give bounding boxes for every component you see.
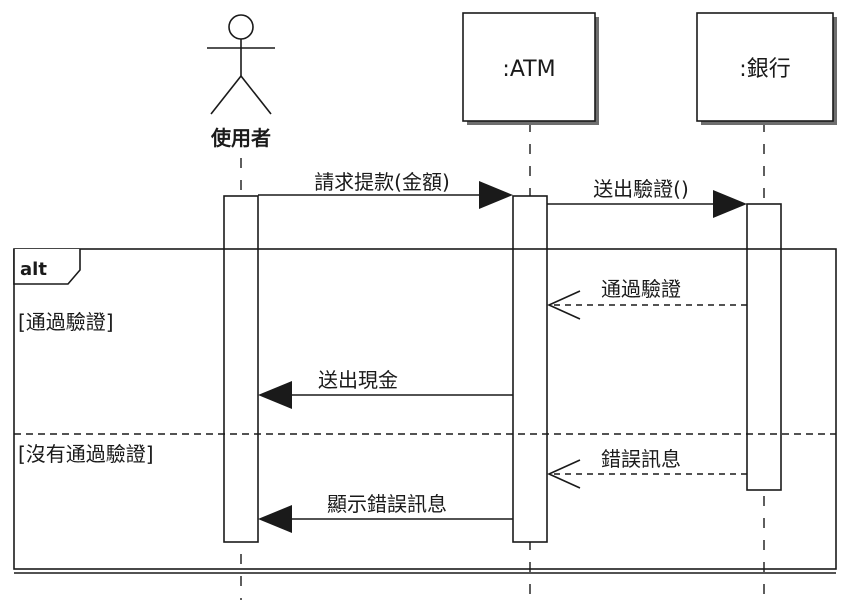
alt-guard-pass: [通過驗證] xyxy=(18,310,114,334)
participant-atm-label: :ATM xyxy=(502,57,555,82)
participant-atm: :ATM xyxy=(462,12,599,125)
activation-bank xyxy=(746,203,782,491)
actor-user-label: 使用者 xyxy=(210,126,271,150)
message-show-error-label: 顯示錯誤訊息 xyxy=(327,492,447,516)
arrowhead-filled xyxy=(258,381,292,409)
alt-fragment: alt [通過驗證] [沒有通過驗證] xyxy=(13,248,837,574)
participant-bank-label: :銀行 xyxy=(739,57,790,82)
alt-guard-fail: [沒有通過驗證] xyxy=(18,442,154,466)
message-error: 錯誤訊息 xyxy=(547,447,747,489)
participant-atm-box xyxy=(462,12,596,122)
actor-user: 使用者 xyxy=(207,14,275,150)
actor-leg-left xyxy=(210,75,242,115)
message-request-withdraw: 請求提款(金額) xyxy=(258,170,513,209)
actor-leg-right xyxy=(240,75,272,115)
participant-bank-box xyxy=(696,12,834,122)
participant-bank: :銀行 xyxy=(696,12,837,125)
message-request-withdraw-label: 請求提款(金額) xyxy=(314,170,450,194)
message-send-verify-label: 送出驗證() xyxy=(593,177,689,201)
activation-atm xyxy=(512,195,548,543)
alt-fragment-operator: alt xyxy=(20,259,47,280)
message-show-error: 顯示錯誤訊息 xyxy=(258,492,513,533)
actor-head xyxy=(228,14,254,40)
message-verify-pass-label: 通過驗證 xyxy=(601,277,681,301)
arrowhead-filled xyxy=(258,505,292,533)
arrowhead-filled xyxy=(479,181,513,209)
alt-fragment-tab xyxy=(13,249,81,285)
message-verify-pass: 通過驗證 xyxy=(547,277,747,320)
arrowhead-filled xyxy=(713,190,747,218)
activation-user xyxy=(223,195,259,543)
message-send-verify: 送出驗證() xyxy=(547,177,747,218)
message-send-cash-label: 送出現金 xyxy=(318,368,398,392)
alt-fragment-frame xyxy=(13,248,837,570)
message-error-label: 錯誤訊息 xyxy=(601,447,681,471)
arrowhead-open xyxy=(547,459,581,489)
message-send-cash: 送出現金 xyxy=(258,368,513,409)
arrowhead-open xyxy=(547,290,581,320)
